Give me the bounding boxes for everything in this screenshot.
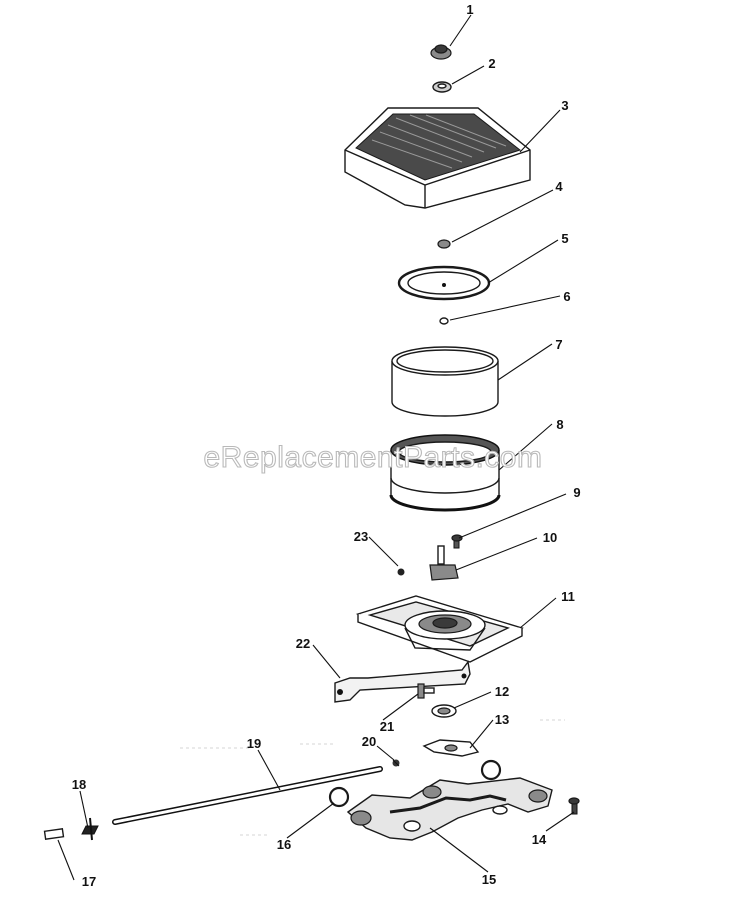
part-21-screw — [417, 683, 435, 699]
callout-12: 12 — [495, 684, 509, 699]
callout-2: 2 — [488, 56, 495, 71]
callout-5: 5 — [561, 231, 568, 246]
callout-21: 21 — [380, 719, 394, 734]
callout-14: 14 — [532, 832, 547, 847]
callout-18: 18 — [72, 777, 86, 792]
part-1-wing-nut — [430, 44, 452, 60]
callout-11: 11 — [561, 589, 575, 604]
part-23-nut — [397, 568, 405, 576]
callout-numbers: 1 2 3 4 5 6 7 8 9 10 11 12 13 14 15 16 1… — [72, 2, 581, 889]
callout-15: 15 — [482, 872, 496, 887]
part-22-link-rod — [334, 660, 471, 703]
callout-23: 23 — [354, 529, 368, 544]
part-9-screw — [451, 534, 463, 549]
callout-16: 16 — [277, 837, 291, 852]
part-11-base-plate — [355, 595, 524, 663]
part-3-air-cleaner-cover — [344, 107, 531, 209]
callout-20: 20 — [362, 734, 376, 749]
part-17-pin — [43, 827, 65, 841]
part-6-small-grommet — [439, 317, 449, 325]
callout-8: 8 — [556, 417, 563, 432]
part-12-gasket — [431, 704, 457, 718]
leader-lines — [57, 14, 575, 881]
part-10-bracket — [429, 545, 459, 581]
part-7-pre-cleaner — [391, 346, 499, 417]
o-ring-second — [480, 759, 502, 781]
part-13-gasket-plate — [422, 739, 480, 757]
callout-7: 7 — [555, 337, 562, 352]
part-19-rod — [112, 766, 383, 825]
part-20-fitting — [392, 759, 400, 767]
part-16-o-ring — [328, 786, 350, 808]
part-4-grommet — [437, 239, 451, 249]
part-18-clip — [81, 817, 99, 841]
callout-6: 6 — [563, 289, 570, 304]
part-2-washer — [432, 81, 452, 93]
callout-4: 4 — [555, 179, 563, 194]
callout-1: 1 — [466, 2, 473, 17]
watermark-text: eReplacementParts.com — [204, 441, 543, 474]
part-14-bolt — [568, 797, 580, 815]
callout-13: 13 — [495, 712, 509, 727]
part-5-seal-plate — [397, 265, 491, 301]
callout-19: 19 — [247, 736, 261, 751]
callout-3: 3 — [561, 98, 568, 113]
callout-9: 9 — [573, 485, 580, 500]
callout-22: 22 — [296, 636, 310, 651]
callout-10: 10 — [543, 530, 557, 545]
part-15-intake-manifold — [346, 777, 553, 841]
part-8-filter-element — [389, 434, 501, 512]
callout-17: 17 — [82, 874, 96, 889]
